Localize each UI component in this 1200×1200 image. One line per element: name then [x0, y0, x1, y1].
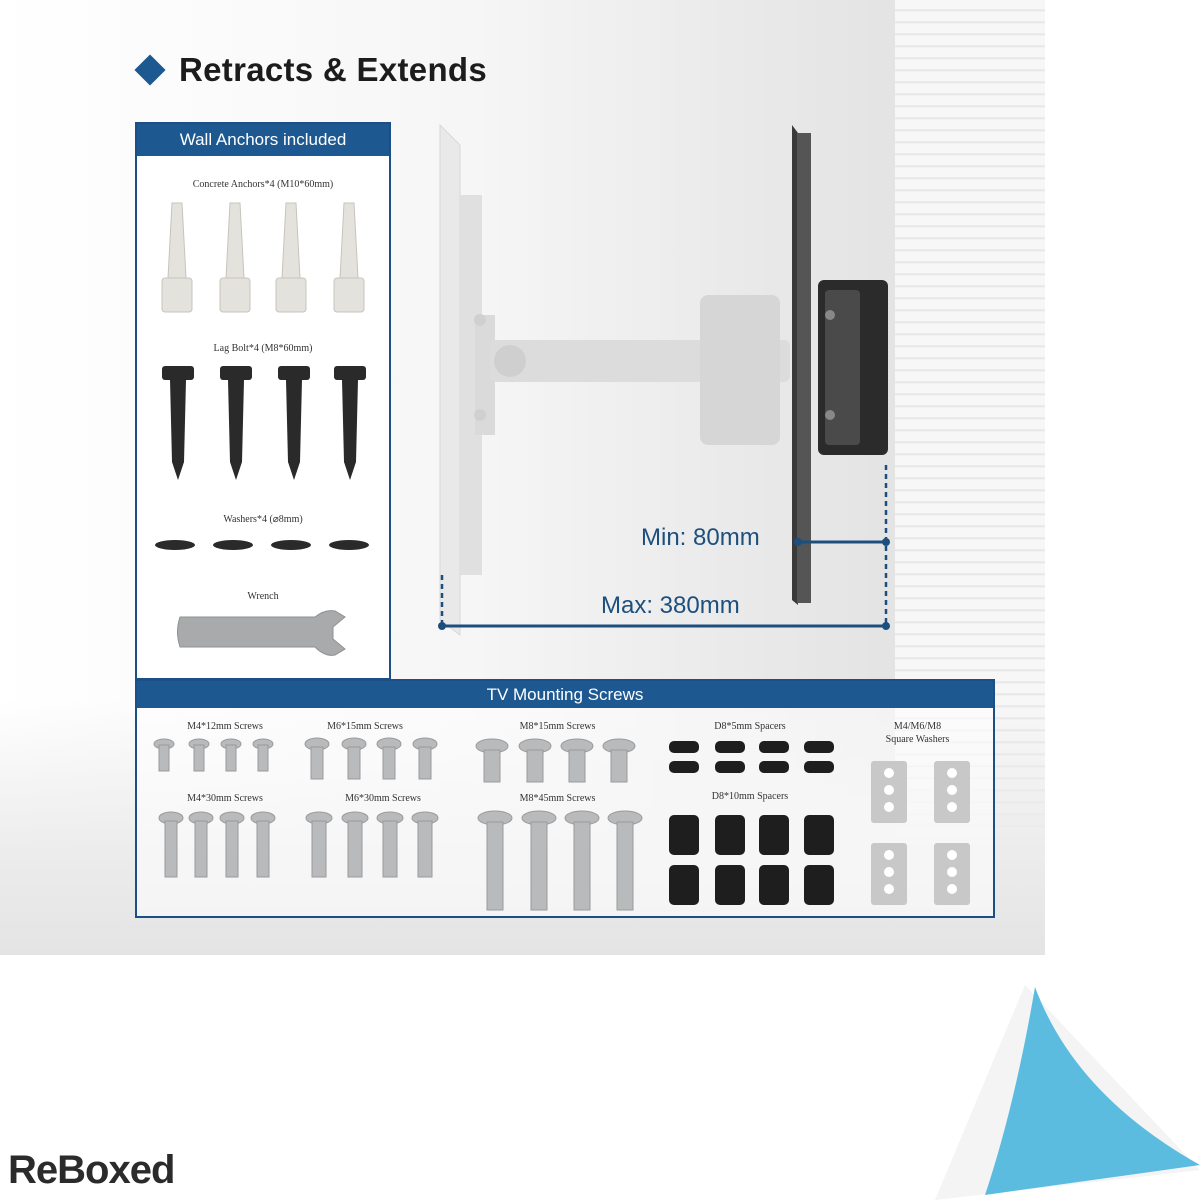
d8-5-spacer-icon — [715, 741, 745, 753]
d8-10-spacer-icon — [669, 815, 699, 855]
wall-bracket — [818, 280, 888, 455]
wrench-icon — [177, 610, 346, 656]
d8-5-spacer-icon — [804, 761, 834, 773]
m4-30-caption: M4*30mm Screws — [187, 793, 263, 804]
concrete-anchor-icon — [219, 202, 251, 313]
retracted-tv-panel — [792, 125, 811, 605]
square-washers-caption-line1: M4/M6/M8 — [893, 721, 942, 732]
d8-10-caption: D8*10mm Spacers — [711, 791, 789, 802]
lag-bolts-caption: Lag Bolt*4 (M8*60mm) — [213, 343, 313, 354]
m6-30-screw-icon — [376, 811, 404, 878]
m6-15-caption: M6*15mm Screws — [327, 721, 403, 732]
m6-30-screws-group — [305, 811, 439, 878]
d8-10-spacers-group — [669, 815, 834, 905]
m8-45-screw-icon — [477, 810, 513, 911]
m8-45-caption: M8*45mm Screws — [519, 793, 596, 804]
square-washer-icon — [934, 843, 970, 905]
m8-15-screw-icon — [602, 738, 636, 783]
concrete-anchor-icon — [161, 202, 193, 313]
square-washer-icon — [871, 843, 907, 905]
d8-5-spacer-icon — [759, 741, 789, 753]
m8-45-screws-group — [477, 810, 643, 911]
concrete-anchor-icon — [333, 202, 365, 313]
m6-30-screw-icon — [411, 811, 439, 878]
d8-10-spacer-icon — [804, 865, 834, 905]
m6-30-screw-icon — [305, 811, 333, 878]
m8-15-caption: M8*15mm Screws — [519, 721, 596, 732]
m4-12-screw-icon — [188, 738, 210, 772]
m4-30-screws-group — [158, 811, 276, 878]
washers-caption: Washers*4 (⌀8mm) — [223, 514, 303, 525]
lag-bolt-icon — [162, 366, 194, 480]
m6-15-screw-icon — [304, 737, 330, 780]
extended-tv-ghost — [439, 123, 495, 636]
concrete-anchors-caption: Concrete Anchors*4 (M10*60mm) — [192, 179, 334, 190]
washer-icon — [155, 540, 195, 550]
page-title: Retracts & Extends — [179, 51, 488, 88]
min-dimension-label: Min: 80mm — [641, 524, 760, 551]
m8-45-screw-icon — [521, 810, 557, 911]
square-washer-icon — [871, 761, 907, 823]
m4-12-screw-icon — [153, 738, 175, 772]
square-washers-caption-line2: Square Washers — [885, 734, 950, 745]
m6-30-screw-icon — [341, 811, 369, 878]
d8-5-spacer-icon — [669, 741, 699, 753]
m4-30-screw-icon — [250, 811, 276, 878]
d8-5-spacers-group — [669, 741, 834, 773]
m6-15-screw-icon — [341, 737, 367, 780]
lag-bolt-icon — [334, 366, 366, 480]
d8-10-spacer-icon — [759, 865, 789, 905]
d8-5-spacer-icon — [669, 761, 699, 773]
m4-12-screws-group — [153, 738, 274, 772]
m4-12-screw-icon — [220, 738, 242, 772]
m8-15-screw-icon — [560, 738, 594, 783]
lag-bolt-icon — [278, 366, 310, 480]
m6-15-screw-icon — [376, 737, 402, 780]
d8-10-spacer-icon — [759, 815, 789, 855]
diamond-bullet-icon — [134, 54, 166, 86]
square-washers-group — [871, 761, 970, 905]
tv-mount-illustration — [438, 123, 890, 636]
d8-10-spacer-icon — [804, 815, 834, 855]
m4-30-screw-icon — [219, 811, 245, 878]
washer-icon — [271, 540, 311, 550]
m4-30-screw-icon — [158, 811, 184, 878]
concrete-anchors-group — [161, 202, 365, 313]
page-curl-icon — [935, 985, 1200, 1200]
lag-bolts-group — [162, 366, 366, 480]
max-dimension-label: Max: 380mm — [601, 592, 740, 619]
wall-anchors-header: Wall Anchors included — [137, 124, 389, 156]
washers-group — [155, 540, 369, 550]
d8-10-spacer-icon — [715, 865, 745, 905]
m8-45-screw-icon — [607, 810, 643, 911]
d8-5-spacer-icon — [715, 761, 745, 773]
m4-12-caption: M4*12mm Screws — [187, 721, 263, 732]
tv-mounting-screws-panel: TV Mounting Screws — [135, 679, 995, 918]
m4-30-screw-icon — [188, 811, 214, 878]
m8-45-screw-icon — [564, 810, 600, 911]
d8-5-spacer-icon — [759, 761, 789, 773]
m4-12-screw-icon — [252, 738, 274, 772]
m6-15-screw-icon — [412, 737, 438, 780]
m6-15-screws-group — [304, 737, 438, 780]
reboxed-logo: ReBoxed — [8, 1148, 175, 1192]
m8-15-screws-group — [475, 738, 636, 783]
extended-arm-ghost — [474, 295, 790, 445]
washer-icon — [213, 540, 253, 550]
heading: Retracts & Extends — [133, 48, 487, 92]
wrench-caption: Wrench — [247, 591, 279, 602]
d8-10-spacer-icon — [669, 865, 699, 905]
concrete-anchor-icon — [275, 202, 307, 313]
square-washer-icon — [934, 761, 970, 823]
m8-15-screw-icon — [475, 738, 509, 783]
m6-30-caption: M6*30mm Screws — [345, 793, 421, 804]
d8-10-spacer-icon — [715, 815, 745, 855]
tv-mounting-screws-header: TV Mounting Screws — [137, 681, 993, 708]
d8-5-caption: D8*5mm Spacers — [714, 721, 786, 732]
d8-5-spacer-icon — [804, 741, 834, 753]
mounting-hardware-illustrations — [153, 737, 970, 911]
m8-15-screw-icon — [518, 738, 552, 783]
washer-icon — [329, 540, 369, 550]
lag-bolt-icon — [220, 366, 252, 480]
